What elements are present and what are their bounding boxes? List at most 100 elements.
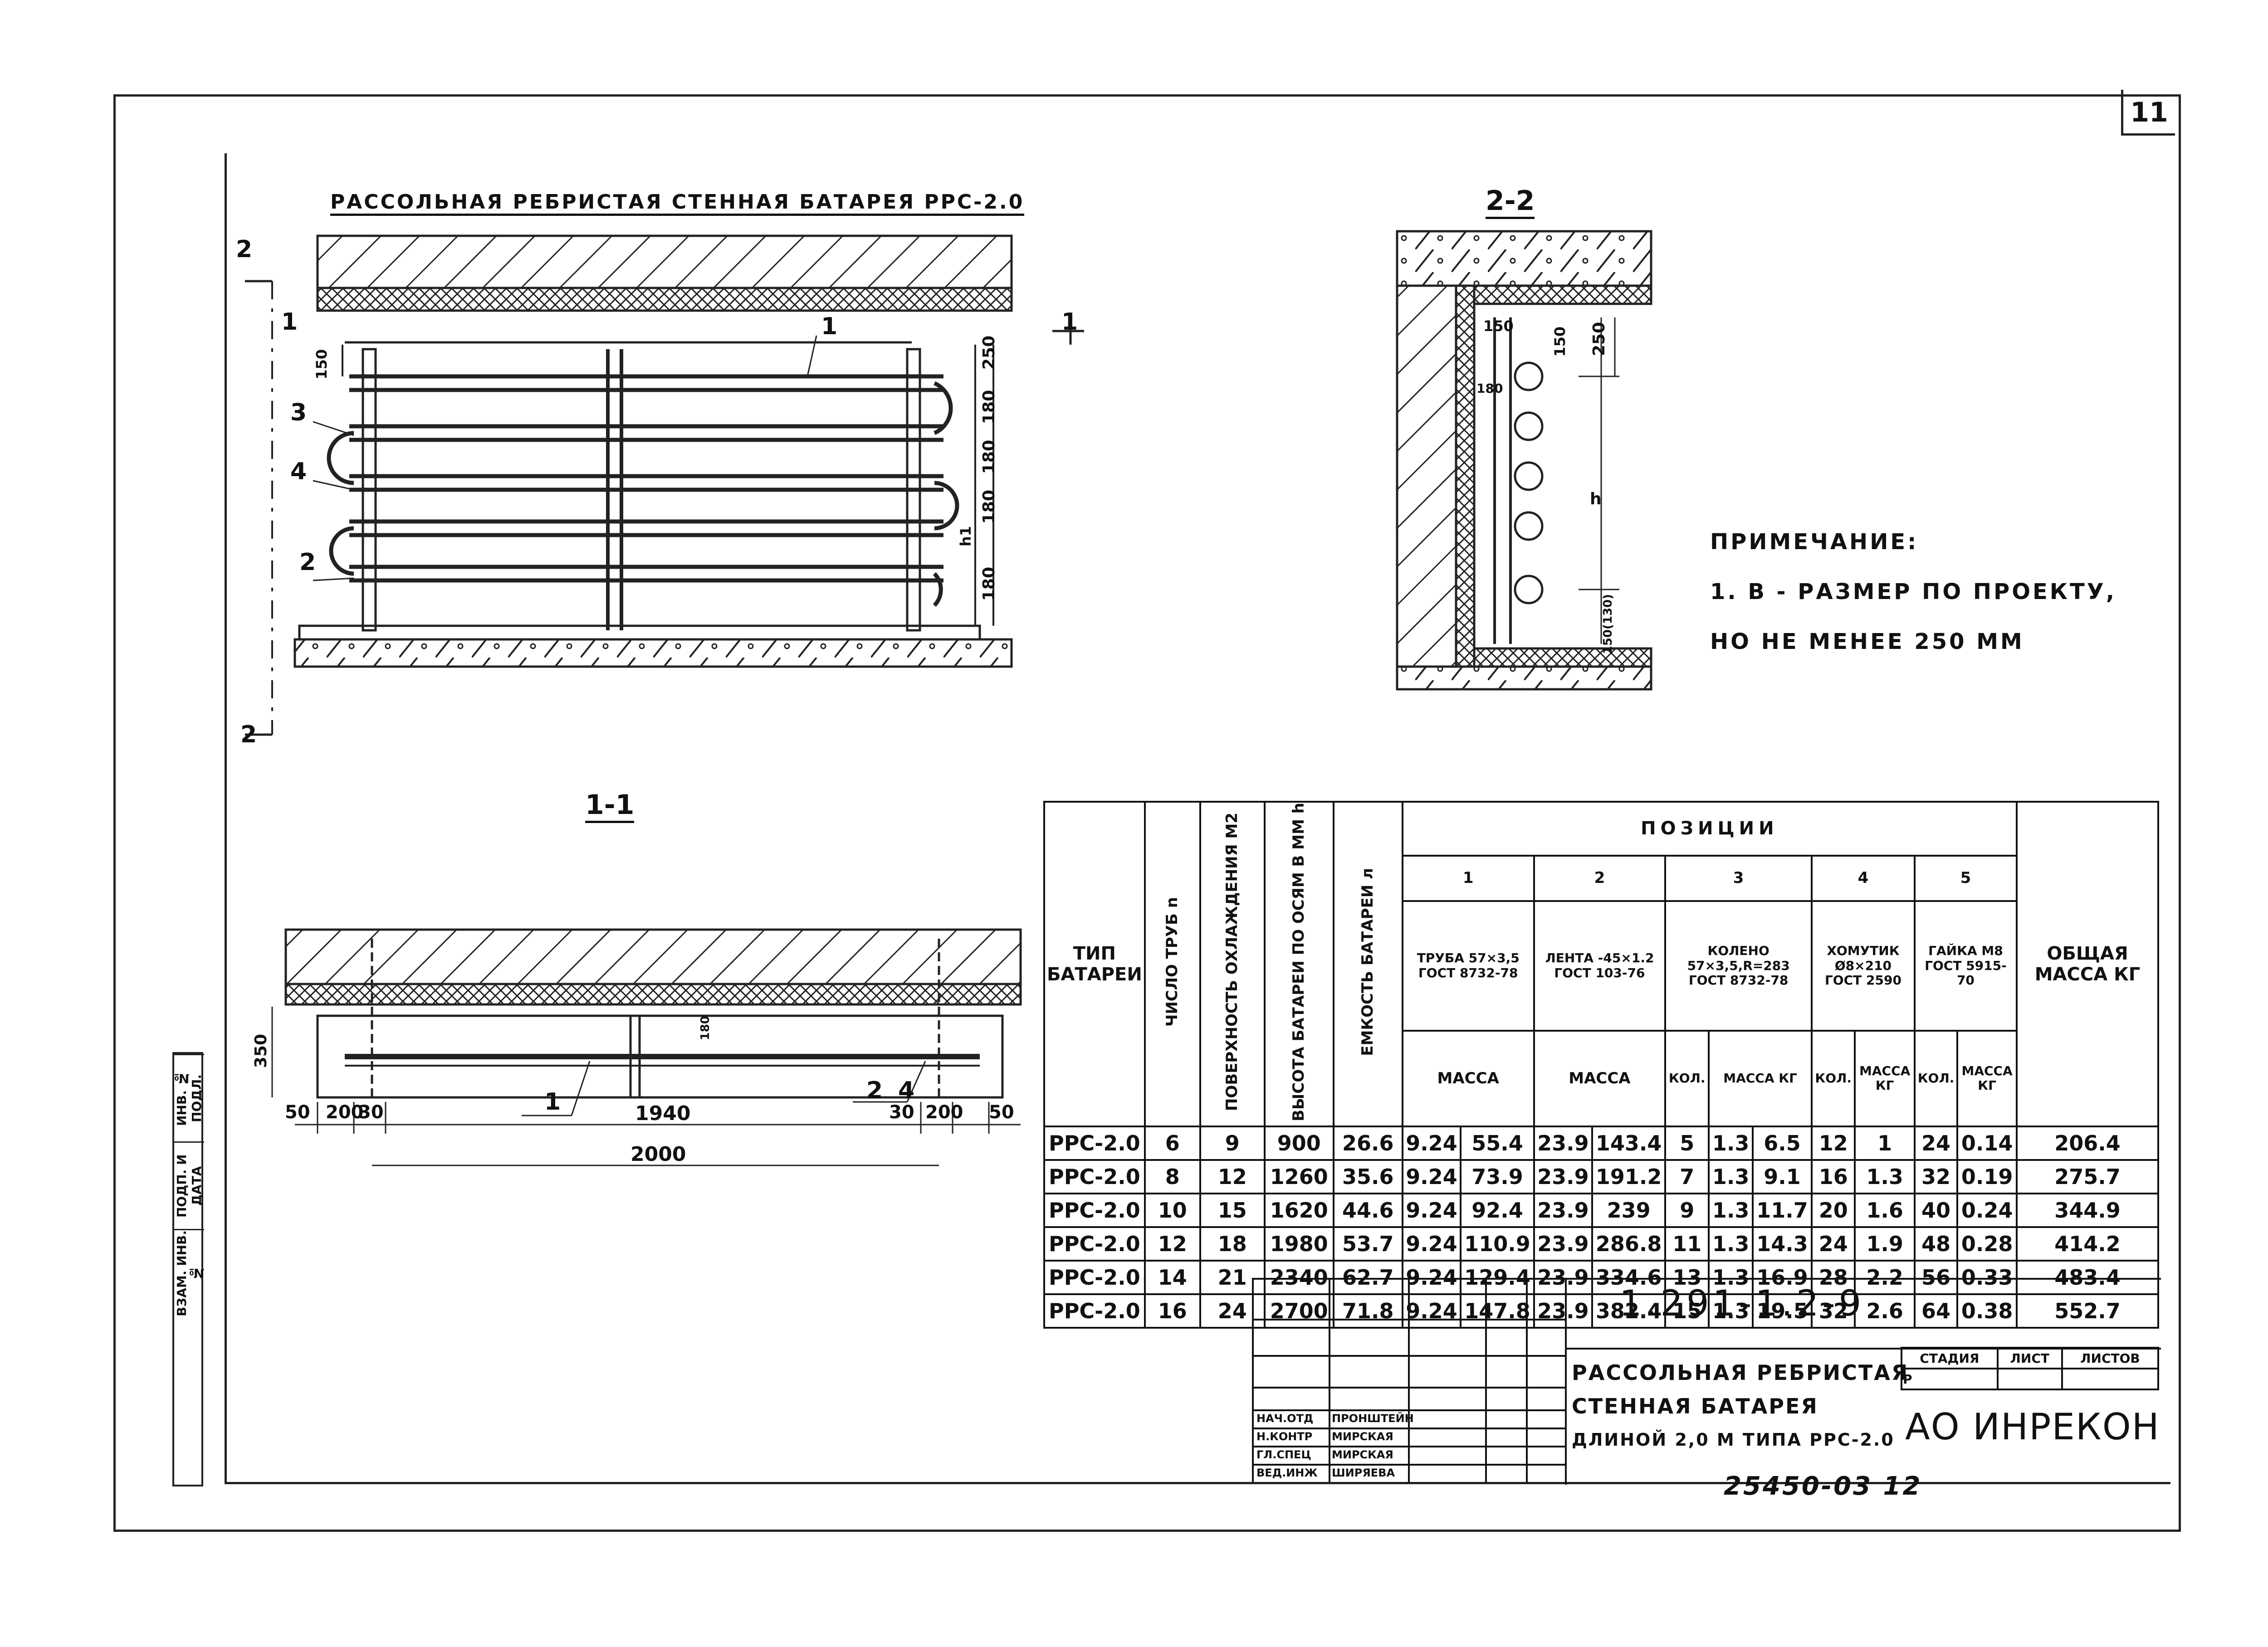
table-cell: 9.1: [1752, 1159, 1813, 1194]
dim-22-h: h: [1590, 490, 1602, 508]
table-cell: 5: [1664, 1125, 1710, 1161]
col-capacity-label: ЕМКОСТЬ БАТАРЕИ л: [1359, 868, 1377, 1056]
pos-2-number: 2: [1533, 854, 1667, 902]
callout-front-1: 1: [821, 313, 838, 340]
cut-marker-right: 1: [1061, 308, 1078, 336]
table-cell: 16.9: [1752, 1259, 1813, 1295]
table-cell: 71.8: [1332, 1293, 1403, 1329]
table-cell: 1.3: [1708, 1226, 1754, 1262]
table-cell: 552.7: [2016, 1293, 2159, 1329]
pos-5-number: 5: [1913, 854, 2018, 902]
dim-sec-50-left: 50: [285, 1102, 310, 1123]
table-cell: 275.7: [2016, 1159, 2159, 1194]
signer-name-4: ШИРЯЕВА: [1332, 1467, 1395, 1479]
table-cell: 28: [1811, 1259, 1856, 1295]
col-pipes-label: ЧИСЛО ТРУБ n: [1163, 897, 1182, 1027]
specification-table: ТИП БАТАРЕИ ЧИСЛО ТРУБ n ПОВЕРХНОСТЬ ОХЛ…: [1043, 801, 2159, 1329]
table-cell: 414.2: [2016, 1226, 2159, 1262]
callout-sec-2: 2: [866, 1077, 883, 1104]
table-cell: 0.33: [1956, 1259, 2018, 1295]
col-total-header: ОБЩАЯ МАССА КГ: [2016, 801, 2159, 1127]
table-cell: 334.6: [1591, 1259, 1667, 1295]
table-cell: 20: [1811, 1192, 1856, 1228]
section-2-2-view: [1396, 230, 1652, 691]
table-cell: 0.14: [1956, 1125, 2018, 1161]
table-cell: 40: [1913, 1192, 1959, 1228]
title-block-main: [1565, 1278, 2161, 1485]
table-cell: 56: [1913, 1259, 1959, 1295]
stage-value: Р: [1901, 1368, 1999, 1390]
signer-name-1: ПРОНШТЕЙН: [1332, 1412, 1414, 1425]
stage-block: СТАДИЯ ЛИСТ ЛИСТОВ Р: [1901, 1347, 2159, 1456]
dim-sec-30-left: 30: [358, 1102, 384, 1123]
pos-3-number: 3: [1664, 854, 1813, 902]
table-cell: 18: [1199, 1226, 1266, 1262]
table-cell: 15: [1199, 1192, 1266, 1228]
dim-sec-30-right: 30: [889, 1102, 914, 1123]
col-pipes-header: ЧИСЛО ТРУБ n: [1144, 801, 1201, 1127]
table-cell: 1.3: [1708, 1259, 1754, 1295]
note-line-2: НО НЕ МЕНЕЕ 250 ММ: [1710, 629, 2024, 654]
table-cell: 147.8: [1460, 1293, 1535, 1329]
section-marker-bottom: 2: [240, 721, 257, 748]
dim-front-180-c: 180: [980, 490, 998, 524]
table-cell: 1260: [1263, 1159, 1334, 1194]
table-cell: 16: [1144, 1293, 1201, 1329]
table-cell: 2.6: [1854, 1293, 1916, 1329]
table-cell: РРС-2.0: [1043, 1226, 1146, 1262]
table-cell: 23.9: [1533, 1259, 1593, 1295]
front-view: [245, 234, 1084, 736]
table-cell: 6: [1144, 1125, 1201, 1161]
table-cell: 9: [1664, 1192, 1710, 1228]
table-cell: 8: [1144, 1159, 1201, 1194]
table-cell: 48: [1913, 1226, 1959, 1262]
col-capacity-header: ЕМКОСТЬ БАТАРЕИ л: [1332, 801, 1403, 1127]
table-cell: 1.3: [1708, 1293, 1754, 1329]
pos-4-mass: МАССА КГ: [1854, 1029, 1916, 1127]
col-surface-header: ПОВЕРХНОСТЬ ОХЛАЖДЕНИЯ М2: [1199, 801, 1266, 1127]
title-line-3: ДЛИНОЙ 2,0 М ТИПА РРС-2.0: [1572, 1430, 1895, 1450]
table-cell: 9.24: [1401, 1159, 1462, 1194]
pos-4-desc: ХОМУТИК Ø8×210 ГОСТ 2590: [1811, 900, 1916, 1032]
table-cell: 10: [1144, 1192, 1201, 1228]
dim-sec-50-right: 50: [989, 1102, 1014, 1123]
dim-sec-350: 350: [252, 1034, 270, 1068]
dim-22-180: 180: [1476, 381, 1503, 396]
table-cell: 191.2: [1591, 1159, 1667, 1194]
archive-code: 25450-03 12: [1724, 1472, 1922, 1501]
section-marker-top: 2: [236, 236, 253, 263]
dim-front-250: 250: [980, 336, 998, 370]
dim-22-150-h: 150: [1483, 317, 1514, 335]
table-cell: 14: [1144, 1259, 1201, 1295]
note-heading: ПРИМЕЧАНИЕ:: [1710, 529, 1919, 555]
table-cell: 64: [1913, 1293, 1959, 1329]
table-cell: РРС-2.0: [1043, 1293, 1146, 1329]
table-cell: РРС-2.0: [1043, 1259, 1146, 1295]
sheet-label: ЛИСТ: [1996, 1347, 2063, 1369]
pos-1-desc: ТРУБА 57×3,5 ГОСТ 8732-78: [1401, 900, 1535, 1032]
table-cell: 24: [1913, 1125, 1959, 1161]
table-cell: 1.6: [1854, 1192, 1916, 1228]
table-cell: 1.3: [1708, 1192, 1754, 1228]
table-cell: 206.4: [2016, 1125, 2159, 1161]
table-cell: 286.8: [1591, 1226, 1667, 1262]
col-surface-label: ПОВЕРХНОСТЬ ОХЛАЖДЕНИЯ М2: [1223, 813, 1242, 1111]
note-block: ПРИМЕЧАНИЕ: 1. В - РАЗМЕР ПО ПРОЕКТУ, НО…: [1710, 517, 2116, 667]
table-cell: 9.24: [1401, 1125, 1462, 1161]
table-cell: 2.2: [1854, 1259, 1916, 1295]
sheets-value: [2061, 1368, 2159, 1390]
section-2-2-label: 2-2: [1486, 185, 1535, 219]
table-cell: 13: [1664, 1259, 1710, 1295]
pos-5-desc: ГАЙКА М8 ГОСТ 5915-70: [1913, 900, 2018, 1032]
table-cell: 53.7: [1332, 1226, 1403, 1262]
table-cell: 1980: [1263, 1226, 1334, 1262]
sheets-label: ЛИСТОВ: [2061, 1347, 2159, 1369]
table-cell: 15: [1664, 1293, 1710, 1329]
table-cell: 1.3: [1854, 1159, 1916, 1194]
section-1-1-view: [271, 928, 1022, 1166]
table-cell: 9.24: [1401, 1226, 1462, 1262]
